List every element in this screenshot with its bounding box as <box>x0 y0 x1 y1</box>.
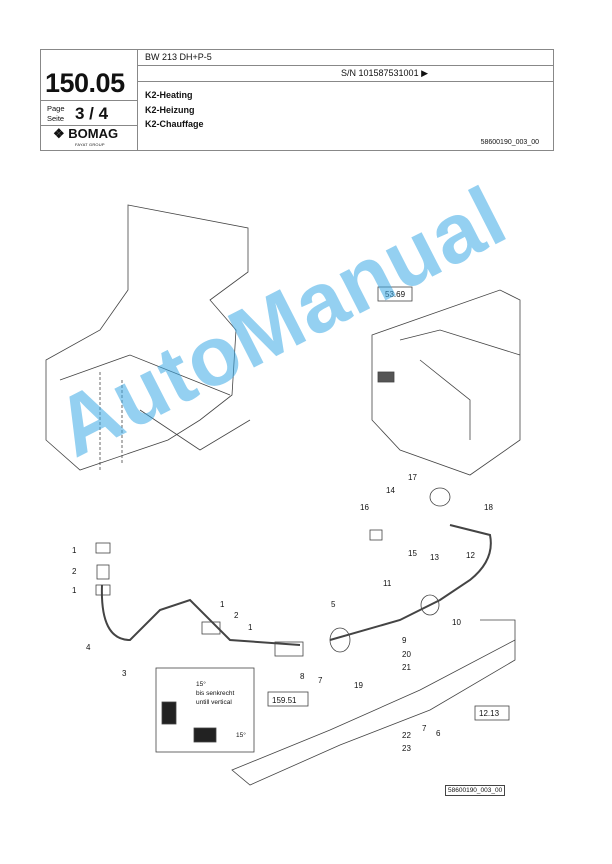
callout: 6 <box>436 729 441 738</box>
tank-body <box>371 289 521 476</box>
callout-labels: 1 2 1 4 3 1 2 1 5 8 7 159.51 9 10 11 12 … <box>72 290 500 753</box>
callout: 16 <box>360 503 369 512</box>
inset-box <box>155 667 255 753</box>
callout: 8 <box>300 672 305 681</box>
logo-subtitle: FAYAT GROUP <box>75 142 105 147</box>
bomag-logo: ❖ BOMAG <box>53 126 118 142</box>
callout: 19 <box>354 681 363 690</box>
callout: 53.69 <box>385 290 406 299</box>
clip-part <box>95 584 111 596</box>
footer-doc-id: 58600190_003_00 <box>445 785 506 796</box>
callout: 20 <box>402 650 411 659</box>
callout: 14 <box>386 486 395 495</box>
ref-box-159-51 <box>267 691 309 707</box>
callout: 12 <box>466 551 475 560</box>
chassis-frame <box>480 619 516 640</box>
tank-edge <box>419 359 471 440</box>
callout: 4 <box>86 643 91 652</box>
callout: 3 <box>122 669 127 678</box>
model-name: BW 213 DH+P-5 <box>145 52 212 62</box>
sleeve-part <box>96 564 110 580</box>
header-rule <box>137 65 553 66</box>
logo-text: BOMAG <box>68 126 119 141</box>
callout: 22 <box>402 731 411 740</box>
callout: 1 <box>220 600 225 609</box>
header-doc-id: 58600190_003_00 <box>480 139 539 146</box>
tank-label-plate <box>377 371 395 383</box>
inset-text-en: untill vertical <box>196 699 232 706</box>
hose-connector <box>201 621 221 635</box>
logo-icon: ❖ <box>53 126 65 141</box>
fuel-pump <box>329 627 351 653</box>
page-titles: K2-Heating K2-Heizung K2-Chauffage <box>145 88 204 132</box>
header-rule <box>41 125 137 126</box>
clip-part <box>95 542 111 554</box>
fuel-line <box>100 584 301 646</box>
exploded-parts-drawing: 1 2 1 4 3 1 2 1 5 8 7 159.51 9 10 11 12 … <box>45 204 521 786</box>
callout: 2 <box>72 567 77 576</box>
cab-floor-edge <box>59 354 231 396</box>
damper-part <box>420 594 440 616</box>
fuel-filter <box>274 641 304 657</box>
page-header: 150.05 Page Seite 3 / 4 ❖ BOMAG FAYAT GR… <box>40 49 554 151</box>
title-en: K2-Heating <box>145 90 193 100</box>
ref-box-53-69 <box>377 286 413 302</box>
callout: 15 <box>408 549 417 558</box>
tank-edge <box>399 329 521 356</box>
fuel-line-return <box>329 524 492 641</box>
callout: 2 <box>234 611 239 620</box>
inset-angle-top: 15° <box>196 680 206 688</box>
callout: 13 <box>430 553 439 562</box>
inset-labels: 15° bis senkrecht untill vertical 15° <box>196 680 246 739</box>
callout: 1 <box>72 546 77 555</box>
title-de: K2-Heizung <box>145 104 195 115</box>
floor-rib <box>139 409 251 451</box>
inset-text-de: bis senkrecht <box>196 690 234 697</box>
bolt-head <box>369 529 383 541</box>
callout: 7 <box>422 724 427 733</box>
title-fr: K2-Chauffage <box>145 119 204 129</box>
seite-label: Seite <box>47 114 65 123</box>
ref-box-12-13 <box>474 705 510 721</box>
callout: 12.13 <box>479 709 500 718</box>
section-number: 150.05 <box>45 68 125 98</box>
page-label: Page <box>47 104 65 113</box>
callout: 9 <box>402 636 407 645</box>
inset-filter-icon <box>161 701 177 725</box>
header-rule <box>41 100 137 101</box>
inset-filter-icon <box>193 727 217 743</box>
inset-angle-bottom: 15° <box>236 731 246 739</box>
callout: 1 <box>72 586 77 595</box>
callout: 5 <box>331 600 336 609</box>
callout: 11 <box>383 579 392 588</box>
callout: 18 <box>484 503 493 512</box>
page-value: 3 / 4 <box>75 104 109 123</box>
callout: 10 <box>452 618 461 627</box>
serial-number: S/N 101587531001 ▶ <box>341 68 428 78</box>
header-divider <box>137 50 138 150</box>
callout: 1 <box>248 623 253 632</box>
callout: 23 <box>402 744 411 753</box>
callout: 17 <box>408 473 417 482</box>
callout: 159.51 <box>272 696 297 705</box>
chassis-frame <box>231 639 516 786</box>
callout: 7 <box>318 676 323 685</box>
callout: 21 <box>402 663 411 672</box>
cab-frame <box>45 204 249 471</box>
header-rule <box>137 81 553 82</box>
filter-housing <box>429 487 451 507</box>
